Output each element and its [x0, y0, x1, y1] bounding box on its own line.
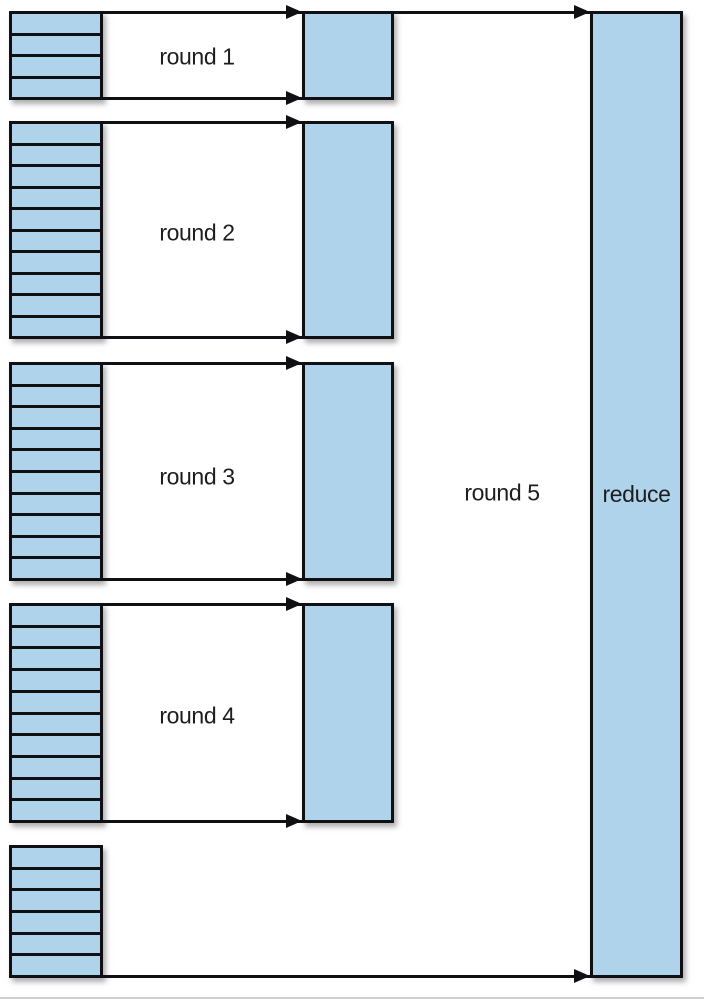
- arrow-round2-bottom: [103, 330, 302, 344]
- figure-bottom-rule: [0, 997, 704, 999]
- merge-output-round-2: [302, 121, 394, 339]
- merge-output-round-4: [302, 603, 394, 823]
- file-segment: [12, 451, 100, 470]
- label-round-3: round 3: [159, 463, 235, 490]
- arrow-round4-top: [103, 597, 302, 611]
- stack-leftover-segments: [9, 845, 103, 978]
- label-round-2: round 2: [159, 219, 235, 246]
- arrow-round1-bottom: [103, 91, 302, 105]
- arrow-round2-top: [103, 115, 302, 129]
- stack-round-1: [9, 11, 103, 100]
- reduce-box: reduce: [590, 11, 683, 978]
- stack-round-4: [9, 603, 103, 823]
- merge-output-round-3: [302, 362, 394, 581]
- file-segment: [12, 714, 100, 734]
- arrow-leftover-to-reduce: [103, 969, 590, 983]
- arrow-round3-bottom: [103, 572, 302, 586]
- file-segment: [12, 848, 100, 867]
- file-segment: [12, 869, 100, 889]
- label-round-1: round 1: [159, 43, 235, 70]
- file-segment: [12, 408, 100, 427]
- file-segment: [12, 365, 100, 384]
- file-segment: [12, 167, 100, 186]
- file-segment: [12, 57, 100, 76]
- label-round-5: round 5: [464, 479, 540, 506]
- file-segment: [12, 145, 100, 164]
- arrow-round4-bottom: [103, 814, 302, 828]
- file-segment: [12, 559, 100, 578]
- file-segment: [12, 14, 100, 33]
- merge-output-round-1: [302, 11, 394, 100]
- arrow-round3-top: [103, 356, 302, 370]
- file-segment: [12, 253, 100, 272]
- file-segment: [12, 649, 100, 669]
- file-segment: [12, 801, 100, 821]
- file-segment: [12, 78, 100, 97]
- file-segment: [12, 956, 100, 976]
- arrow-round1-top: [103, 5, 302, 19]
- file-segment: [12, 472, 100, 492]
- file-segment: [12, 317, 100, 336]
- stack-round-3: [9, 362, 103, 581]
- file-segment: [12, 934, 100, 954]
- file-segment: [12, 779, 100, 799]
- file-segment: [12, 386, 100, 406]
- file-segment: [12, 913, 100, 932]
- file-segment: [12, 124, 100, 143]
- file-segment: [12, 494, 100, 514]
- file-segment: [12, 188, 100, 207]
- file-segment: [12, 274, 100, 293]
- file-segment: [12, 296, 100, 315]
- file-segment: [12, 516, 100, 535]
- file-segment: [12, 35, 100, 54]
- file-segment: [12, 692, 100, 712]
- label-round-4: round 4: [159, 702, 235, 729]
- file-segment: [12, 231, 100, 250]
- file-segment: [12, 757, 100, 777]
- file-segment: [12, 606, 100, 625]
- file-segment: [12, 627, 100, 647]
- arrow-round1-output-to-reduce: [394, 5, 590, 19]
- stack-round-2: [9, 121, 103, 339]
- file-segment: [12, 429, 100, 449]
- file-segment: [12, 210, 100, 229]
- file-segment: [12, 671, 100, 690]
- file-segment: [12, 537, 100, 557]
- file-segment: [12, 891, 100, 911]
- reduce-label: reduce: [602, 481, 671, 507]
- file-segment: [12, 736, 100, 755]
